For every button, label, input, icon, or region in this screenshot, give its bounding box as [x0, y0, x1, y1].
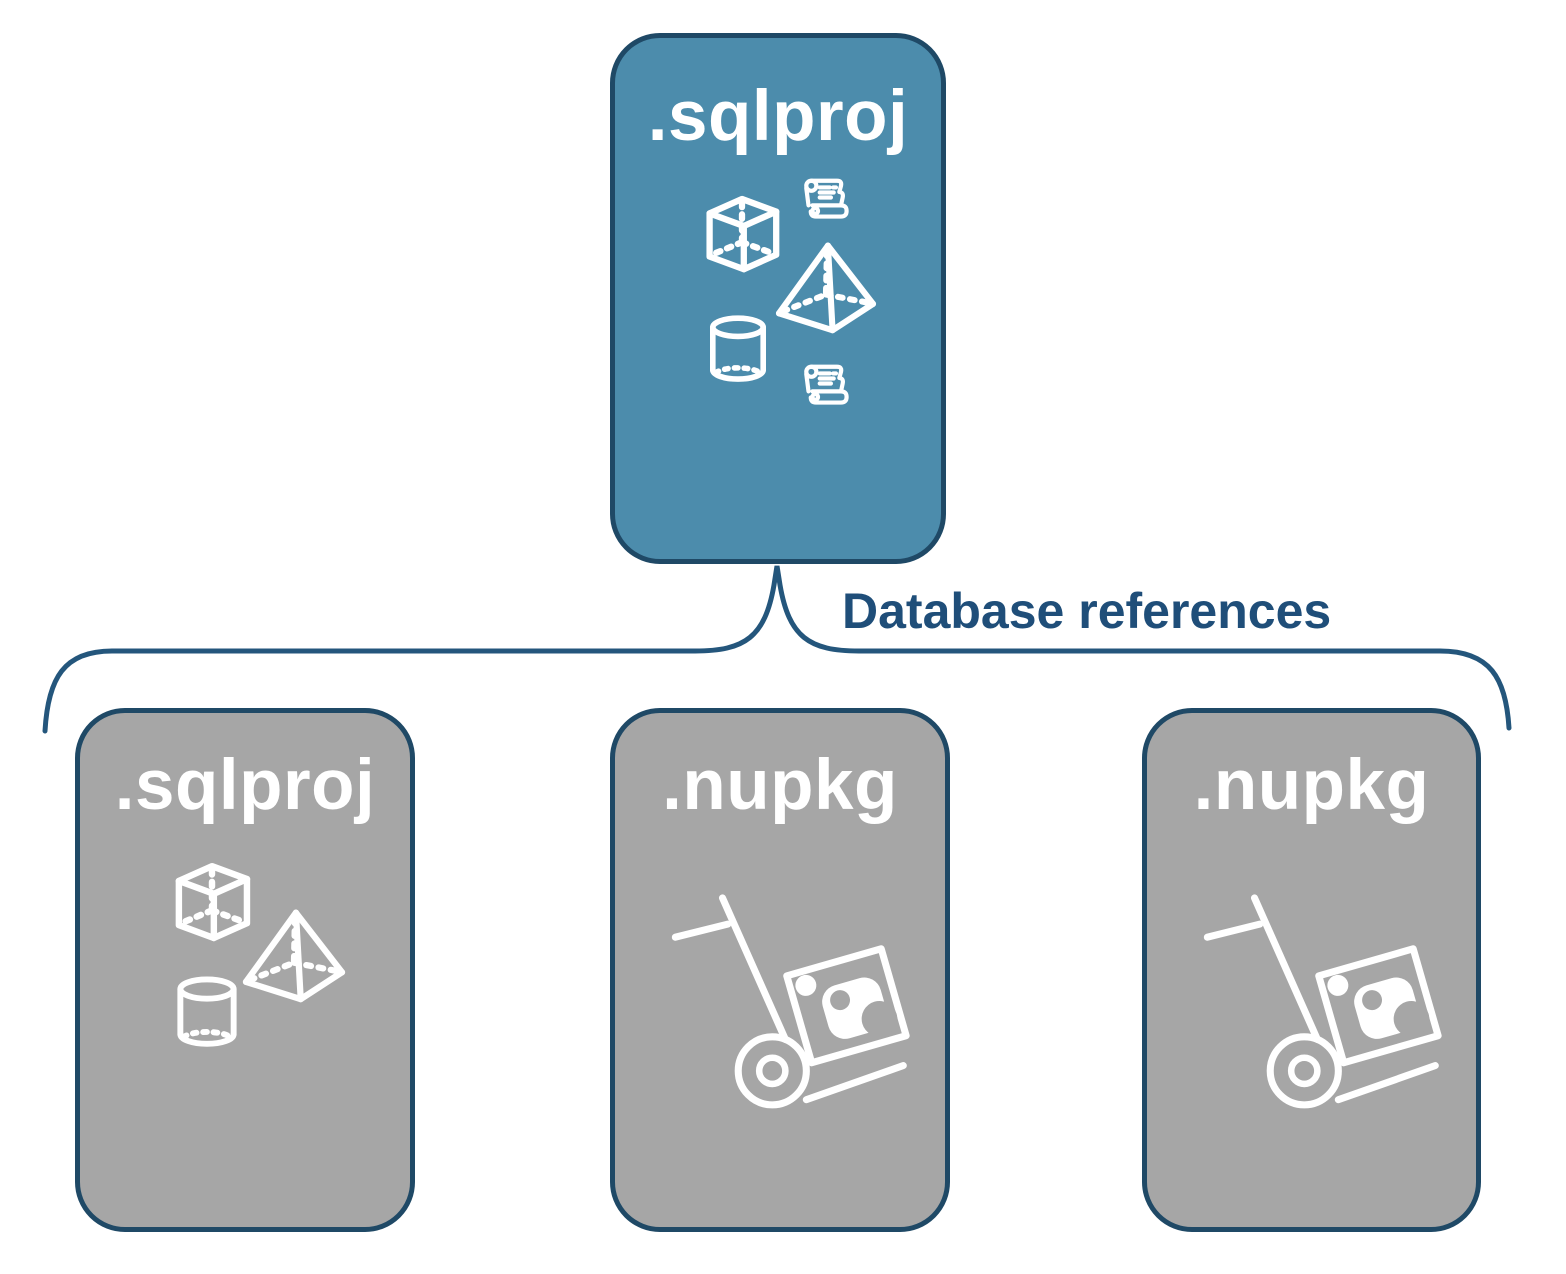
node-sqlproj-root: .sqlproj: [610, 33, 946, 564]
cube-icon: [706, 195, 780, 273]
node-nupkg-child-1: .nupkg: [610, 708, 950, 1232]
connector-label: Database references: [842, 583, 1332, 639]
node-title: .nupkg: [1193, 746, 1430, 825]
package-cart-icon: [671, 894, 910, 1109]
pyramid-icon: [242, 909, 346, 1003]
node-title: .sqlproj: [647, 77, 909, 156]
cylinder-icon: [177, 976, 237, 1047]
scroll-icon: [804, 178, 849, 219]
cylinder-icon: [710, 315, 766, 382]
scroll-icon: [804, 364, 849, 405]
pyramid-icon: [775, 242, 877, 334]
node-nupkg-child-2: .nupkg: [1142, 708, 1481, 1232]
node-title: .nupkg: [662, 746, 898, 825]
node-title: .sqlproj: [114, 746, 376, 825]
node-sqlproj-child: .sqlproj: [75, 708, 415, 1232]
cube-icon: [175, 862, 251, 942]
package-cart-icon: [1203, 894, 1442, 1109]
